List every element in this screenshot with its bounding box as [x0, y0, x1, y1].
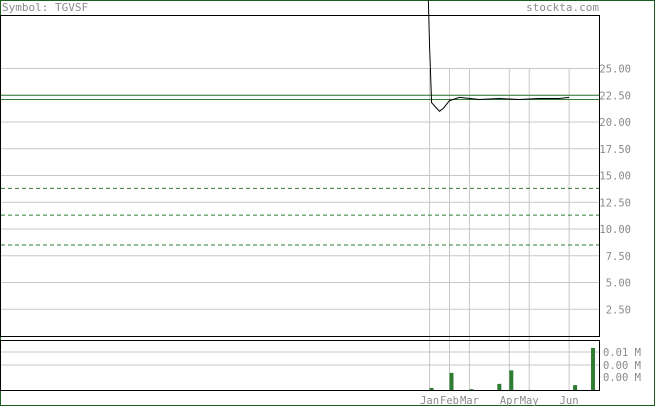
volume-panel-border — [0, 340, 600, 391]
month-label: Jun — [560, 395, 579, 406]
support-resistance-lines — [1, 94, 599, 246]
symbol-label: Symbol: TGVSF — [2, 1, 88, 14]
price-tick-label: 12.50 — [599, 197, 631, 209]
volume-tick-label: 0.01 M — [603, 347, 641, 359]
volume-bar — [429, 387, 434, 390]
volume-tick-label: 0.00 M — [603, 360, 641, 372]
volume-tick-label: 0.00 M — [603, 372, 641, 384]
price-tick-label: 5.00 — [606, 278, 631, 290]
watermark: stockta.com — [526, 1, 599, 14]
price-tick-label: 17.50 — [599, 144, 631, 156]
price-panel-border — [0, 15, 600, 337]
volume-bars — [429, 347, 596, 391]
price-line — [427, 0, 570, 112]
volume-bar — [497, 383, 502, 390]
volume-grid — [1, 351, 599, 366]
volume-bar — [591, 347, 596, 390]
price-tick-label: 2.50 — [606, 304, 631, 316]
month-label: May — [520, 395, 539, 406]
price-tick-label: 20.00 — [599, 117, 631, 129]
month-label: Jan — [420, 395, 439, 406]
volume-bar — [449, 372, 454, 390]
volume-bar — [469, 389, 474, 391]
volume-bar — [573, 385, 578, 390]
price-tick-label: 15.00 — [599, 171, 631, 183]
volume-bar — [509, 370, 514, 390]
volume-axis: 0.01 M0.00 M0.00 M — [603, 347, 641, 384]
price-tick-label: 10.00 — [599, 224, 631, 236]
month-label: Mar — [460, 395, 479, 406]
price-tick-label: 25.00 — [599, 64, 631, 76]
month-label: Apr — [500, 395, 519, 406]
price-tick-label: 7.50 — [606, 251, 631, 263]
price-series — [427, 0, 570, 112]
price-axis: 25.00 22.50 20.00 17.50 15.00 12.50 10.00 7.50 5… — [599, 64, 631, 317]
price-tick-label: 22.50 — [599, 90, 631, 102]
month-label: Feb — [440, 395, 459, 406]
